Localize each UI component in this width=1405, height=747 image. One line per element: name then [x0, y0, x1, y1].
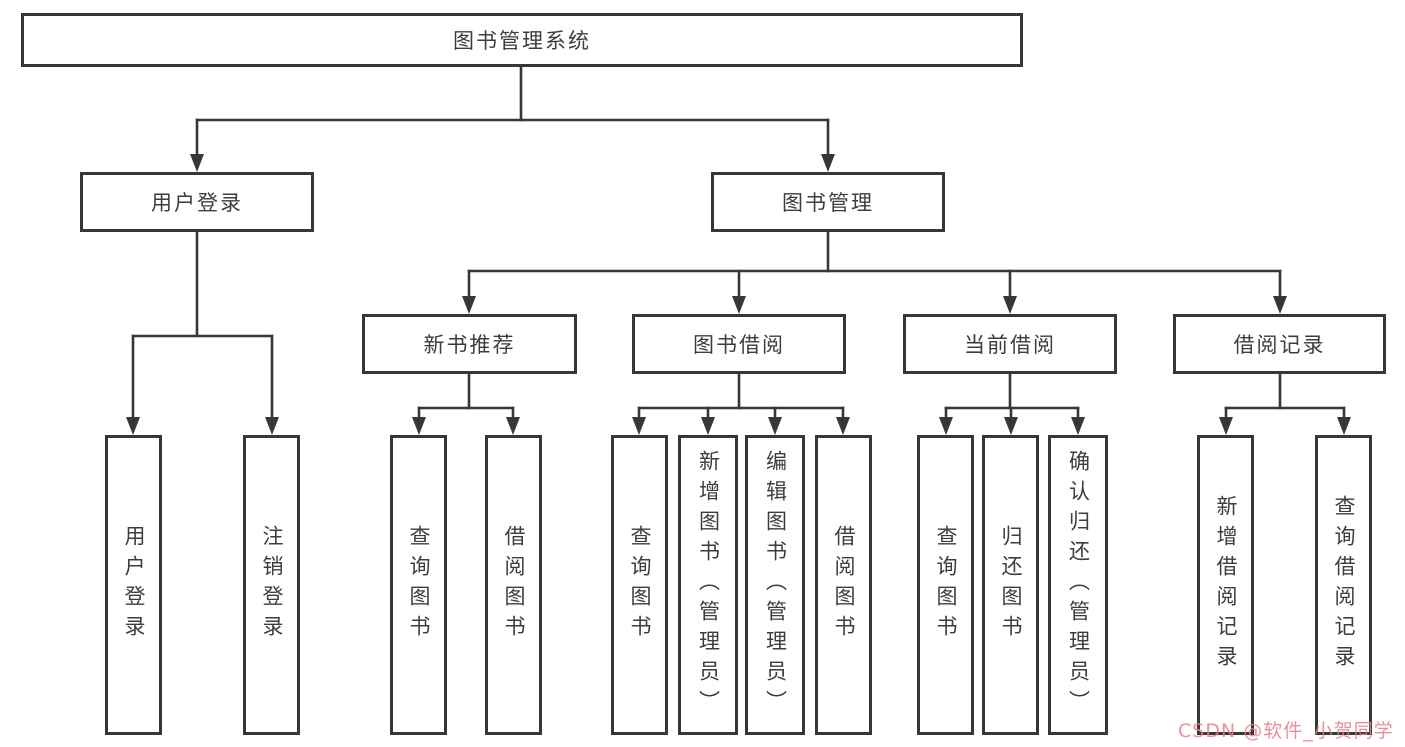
node-new-book-recommend: 新书推荐	[362, 314, 577, 374]
leaf-return-books: 归还图书	[982, 435, 1039, 735]
leaf-borrow-books: 借阅图书	[815, 435, 872, 735]
leaf-user-login: 用户登录	[105, 435, 162, 735]
node-label: 查询图书	[628, 525, 652, 645]
node-label: 用户登录	[151, 191, 243, 215]
leaf-query-books: 查询图书	[390, 435, 447, 735]
node-label: 借阅图书	[832, 525, 856, 645]
node-label: 图书管理	[782, 191, 874, 215]
node-borrow-records: 借阅记录	[1173, 314, 1386, 374]
node-label: 图书管理系统	[453, 29, 591, 53]
node-label: 确认归还（管理员）	[1066, 450, 1091, 720]
node-label: 新增借阅记录	[1214, 495, 1238, 675]
node-label: 借阅图书	[502, 525, 526, 645]
node-label: 新增图书（管理员）	[696, 450, 721, 720]
node-label: 当前借阅	[964, 333, 1056, 357]
node-user-login: 用户登录	[80, 172, 314, 232]
node-label: 注销登录	[260, 525, 284, 645]
leaf-logout: 注销登录	[243, 435, 300, 735]
node-label: 查询图书	[934, 525, 958, 645]
node-label: 图书借阅	[693, 333, 785, 357]
node-label: 编辑图书（管理员）	[763, 450, 788, 720]
leaf-query-books: 查询图书	[611, 435, 668, 735]
leaf-query-borrow-record: 查询借阅记录	[1315, 435, 1372, 735]
node-label: 查询借阅记录	[1332, 495, 1356, 675]
node-label: 借阅记录	[1233, 333, 1326, 357]
leaf-edit-books-admin: 编辑图书（管理员）	[745, 435, 805, 735]
node-label: 用户登录	[122, 525, 146, 645]
node-label: 查询图书	[407, 525, 431, 645]
leaf-confirm-return-admin: 确认归还（管理员）	[1048, 435, 1108, 735]
node-book-management: 图书管理	[711, 172, 945, 232]
leaf-add-books-admin: 新增图书（管理员）	[678, 435, 738, 735]
node-book-borrow: 图书借阅	[632, 314, 846, 374]
node-library-system: 图书管理系统	[21, 13, 1023, 67]
node-label: 新书推荐	[423, 333, 516, 357]
node-current-borrow: 当前借阅	[903, 314, 1117, 374]
leaf-borrow-books: 借阅图书	[485, 435, 542, 735]
leaf-query-books: 查询图书	[917, 435, 974, 735]
leaf-add-borrow-record: 新增借阅记录	[1197, 435, 1254, 735]
node-label: 归还图书	[999, 525, 1023, 645]
